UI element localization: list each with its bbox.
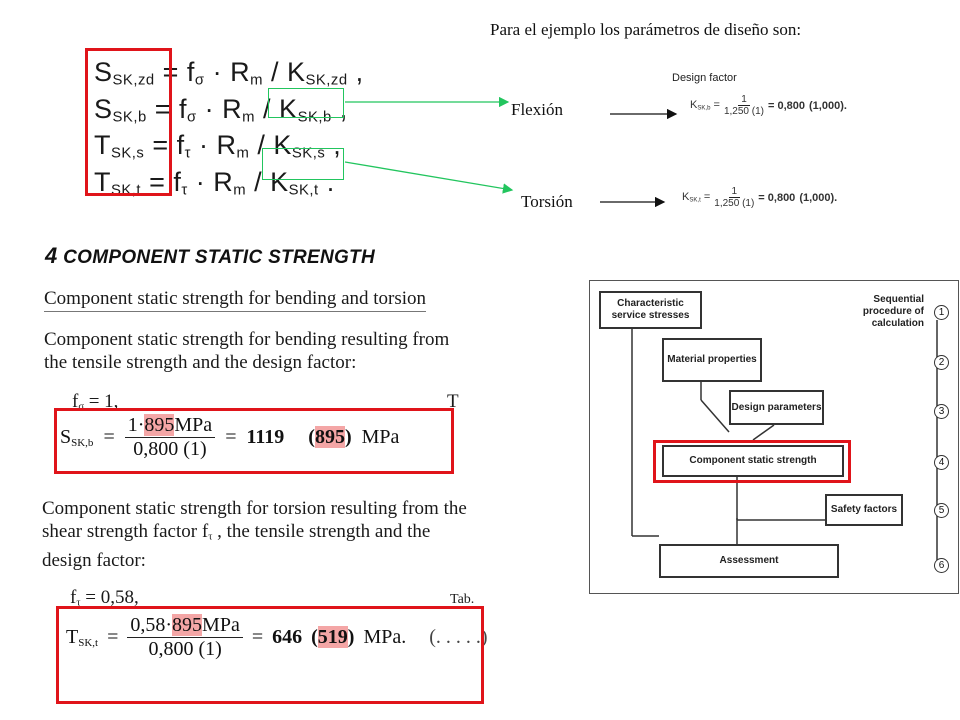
flow-box-static-strength: Component static strength <box>662 445 844 477</box>
flow-box-safety-factors: Safety factors <box>825 494 903 526</box>
bending-equation-box <box>54 408 454 474</box>
section-subtitle: Component static strength for bending an… <box>44 287 427 312</box>
step-3-icon: 3 <box>934 404 949 419</box>
lhs-highlight-box <box>85 48 172 196</box>
flow-box-assessment: Assessment <box>659 544 839 578</box>
k-sk-t-highlight <box>262 148 344 180</box>
bending-text: Component static strength for bending re… <box>44 329 450 373</box>
torsion-equation-box <box>56 606 484 704</box>
flow-box-design-parameters: Design parameters <box>729 390 824 425</box>
formula-line-1: SSK,zd = fσ · Rm / KSK,zd , <box>94 57 364 89</box>
trailing-tab: Tab. <box>450 592 475 607</box>
bending-equation: SSK,b = 1·895MPa 0,800 (1) = 1119 (895) … <box>60 414 400 460</box>
step-4-icon: 4 <box>934 455 949 470</box>
f-sigma-line: fσ = 1, <box>72 391 119 413</box>
step-6-icon: 6 <box>934 558 949 573</box>
formula-line-4: TSK,t = fτ · Rm / KSK,t . <box>94 167 335 199</box>
step-5-icon: 5 <box>934 503 949 518</box>
label-flexion: Flexión <box>511 100 563 119</box>
flowchart-frame <box>589 280 959 594</box>
formula-line-3: TSK,s = fτ · Rm / KSK,s , <box>94 130 342 163</box>
flow-box-service-stresses: Characteristic service stresses <box>599 291 702 329</box>
torsion-text: Component static strength for torsion re… <box>42 498 467 571</box>
torsion-equation: TSK,t = 0,58·895MPa 0,800 (1) = 646 (519… <box>66 614 488 660</box>
flow-box-material-properties: Material properties <box>662 338 762 382</box>
static-strength-highlight <box>653 440 851 483</box>
torsion-connector <box>344 161 514 194</box>
f-tau-line: fτ = 0,58, <box>70 587 139 609</box>
flow-side-label: Sequential procedure of calculation <box>862 294 924 329</box>
label-torsion: Torsión <box>521 192 573 211</box>
header-text: Para el ejemplo los parámetros de diseño… <box>490 20 802 39</box>
design-factor-title: Design factor <box>672 72 737 84</box>
k-sk-b-highlight <box>268 88 344 118</box>
section-heading: 4 COMPONENT STATIC STRENGTH <box>45 243 375 268</box>
trailing-t: T <box>447 391 459 412</box>
step-1-icon: 1 <box>934 305 949 320</box>
step-2-icon: 2 <box>934 355 949 370</box>
